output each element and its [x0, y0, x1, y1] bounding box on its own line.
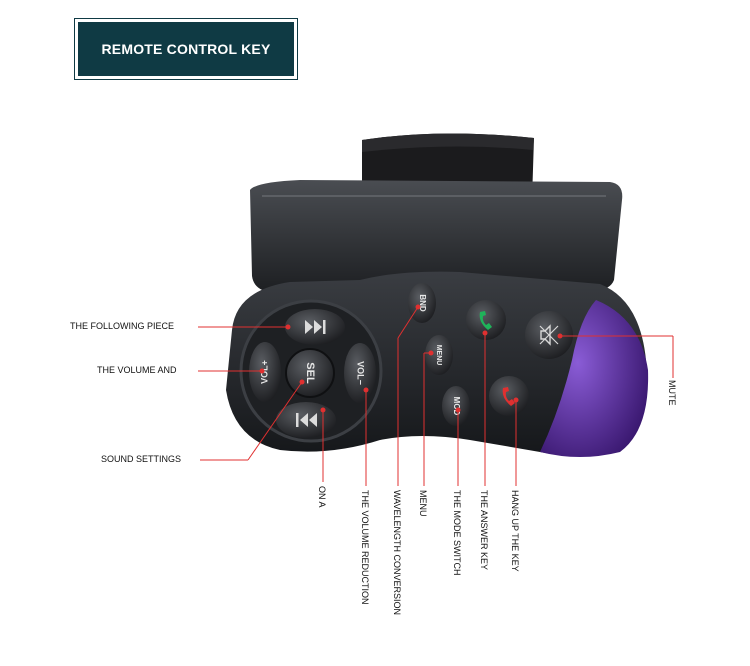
next-track-icon: [305, 320, 322, 334]
bnd-button[interactable]: BND: [408, 283, 436, 323]
vol-down-button[interactable]: VOL−: [344, 343, 376, 403]
label-menu: MENU: [418, 490, 428, 517]
phone-hangup-icon: [502, 387, 515, 406]
label-hang-up-key: HANG UP THE KEY: [510, 490, 520, 572]
sel-button[interactable]: SEL: [285, 348, 335, 398]
vol-up-label: VOL+: [259, 360, 269, 384]
leader-dots: [259, 304, 563, 413]
previous-track-icon: [300, 413, 317, 427]
hangup-button[interactable]: [489, 376, 529, 416]
title-box: REMOTE CONTROL KEY: [74, 18, 298, 80]
title-banner: REMOTE CONTROL KEY: [78, 22, 294, 76]
mod-button[interactable]: MOD: [442, 386, 470, 426]
label-mute: MUTE: [667, 380, 677, 406]
clamp: [250, 180, 623, 292]
bnd-label: BND: [418, 294, 427, 312]
next-button[interactable]: [285, 309, 345, 345]
label-volume-and: THE VOLUME AND: [97, 365, 177, 375]
sel-label: SEL: [304, 362, 316, 384]
menu-button[interactable]: MENU: [425, 335, 453, 375]
label-mode-switch: THE MODE SWITCH: [452, 490, 462, 576]
answer-button[interactable]: [466, 300, 506, 340]
label-answer-key: THE ANSWER KEY: [479, 490, 489, 571]
label-sound-settings: SOUND SETTINGS: [101, 454, 182, 464]
page-title: REMOTE CONTROL KEY: [101, 41, 271, 57]
mod-label: MOD: [452, 397, 461, 416]
label-volume-reduction: THE VOLUME REDUCTION: [360, 490, 370, 605]
leader-lines: [198, 306, 674, 486]
phone-answer-icon: [479, 311, 492, 330]
label-following-piece: THE FOLLOWING PIECE: [70, 321, 175, 331]
purple-lens: [540, 300, 649, 457]
vol-down-label: VOL−: [356, 361, 366, 385]
label-wavelength-conversion: WAVELENGTH CONVERSION: [392, 490, 402, 616]
vol-up-button[interactable]: VOL+: [249, 342, 281, 402]
label-on-a: ON A: [317, 486, 327, 508]
menu-label: MENU: [435, 345, 442, 366]
mute-button[interactable]: [525, 311, 573, 359]
